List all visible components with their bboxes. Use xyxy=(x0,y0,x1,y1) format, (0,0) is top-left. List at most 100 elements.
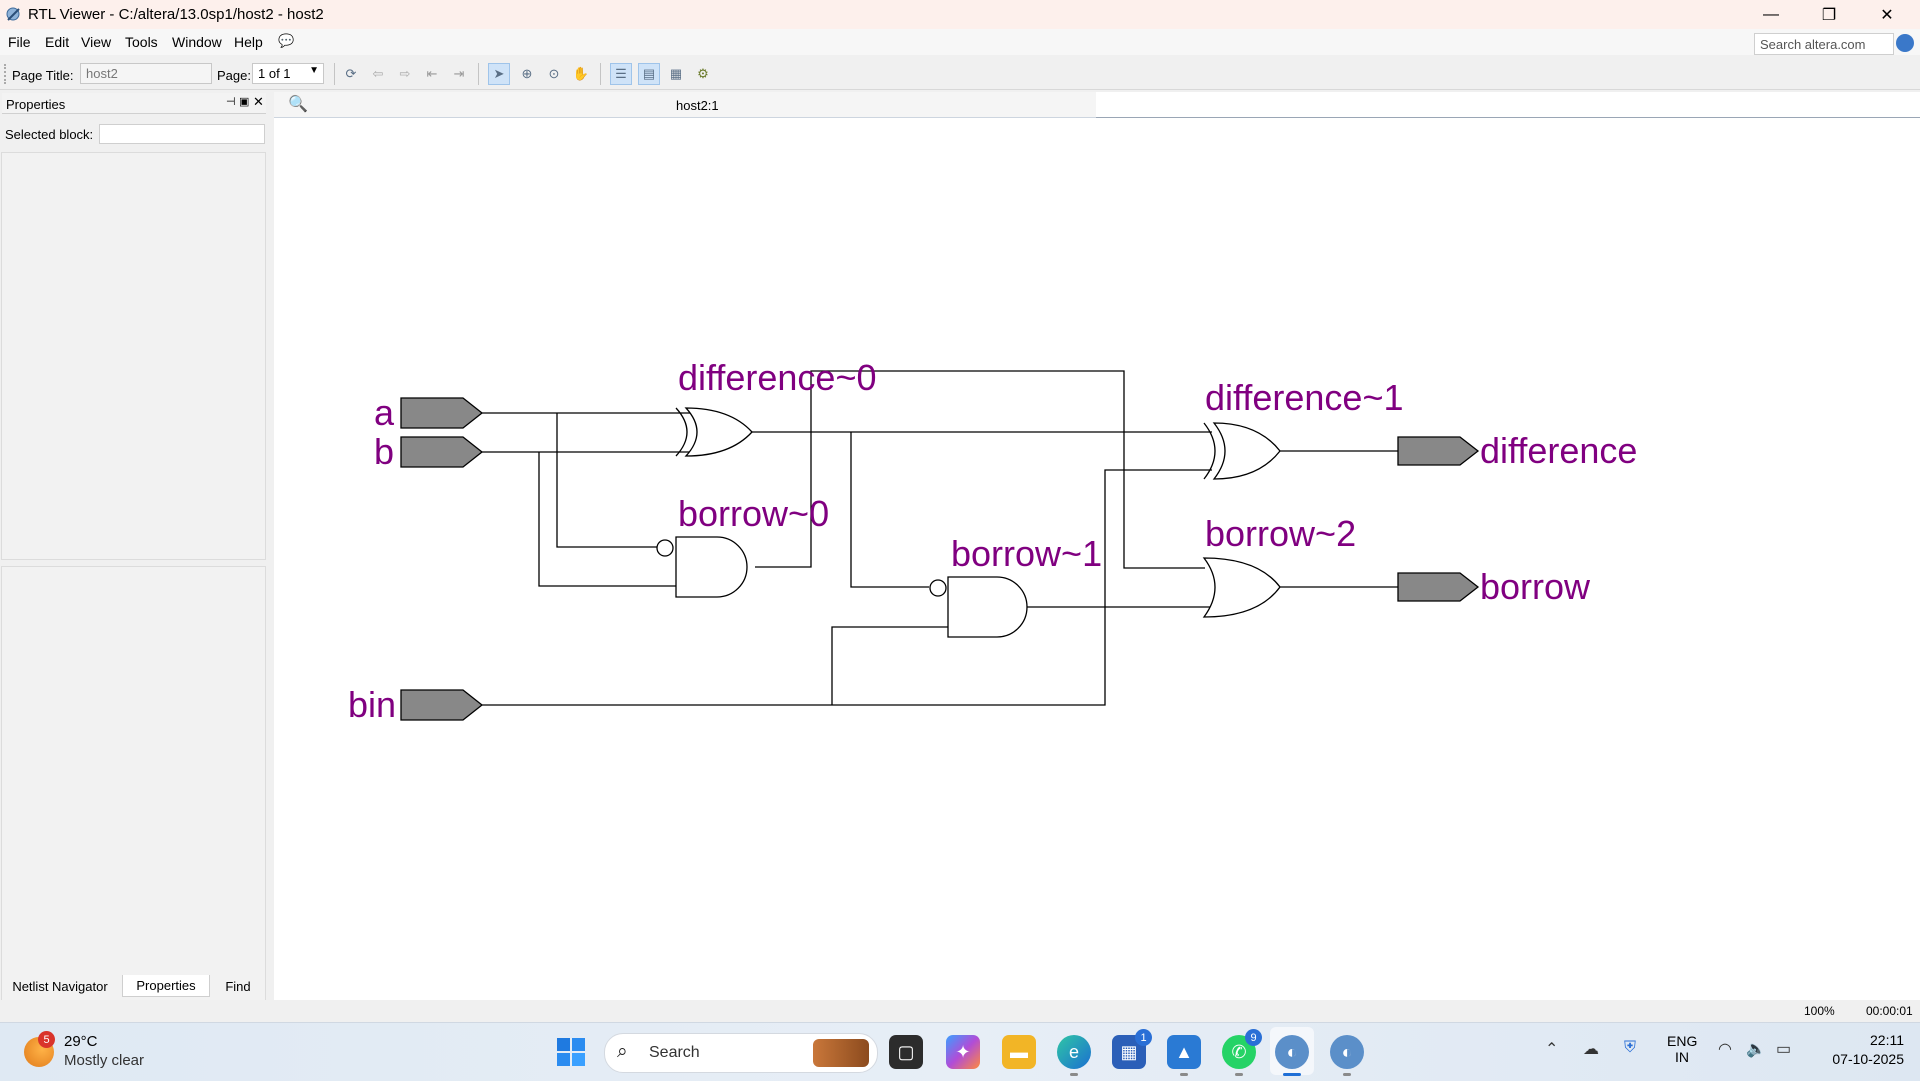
start-windows-icon[interactable] xyxy=(556,1037,586,1067)
wifi-icon[interactable]: ◠ xyxy=(1718,1041,1732,1058)
menu-file[interactable]: File xyxy=(8,34,31,50)
hand-pan-icon[interactable]: ✋ xyxy=(572,66,590,81)
input-port-b xyxy=(400,436,484,468)
select-pointer-icon[interactable]: ➤ xyxy=(488,63,510,85)
properties-panel-icon[interactable]: ▤ xyxy=(638,63,660,85)
tab-netlist-navigator[interactable]: Netlist Navigator xyxy=(12,978,108,994)
menu-bar: File Edit View Tools Window Help 💬 xyxy=(0,29,1920,55)
schematic-diagram: a b bin difference~0 borrow~0 borrow~1 d… xyxy=(348,357,1637,725)
netlist-hierarchy-icon[interactable]: ☰ xyxy=(610,63,632,85)
output-label-difference: difference xyxy=(1480,430,1637,471)
document-tab[interactable]: 🔍 host2:1 xyxy=(274,92,1096,118)
photos-icon[interactable]: ▲ xyxy=(1167,1035,1201,1069)
feedback-icon[interactable]: 💬 xyxy=(278,33,295,48)
xor-gate-difference-1-arc xyxy=(1203,422,1216,480)
page-next-icon[interactable]: ⇥ xyxy=(453,66,465,81)
gate-label-borrow-2: borrow~2 xyxy=(1205,513,1356,554)
battery-icon[interactable]: ▭ xyxy=(1776,1041,1792,1058)
minimize-button[interactable]: — xyxy=(1763,5,1779,23)
inverter-bubble-borrow-1 xyxy=(929,579,947,597)
chevron-down-icon: ▼ xyxy=(309,65,319,76)
search-icon: ⌕ xyxy=(617,1041,628,1062)
quartus-rtl-viewer-icon[interactable]: ◐ xyxy=(1275,1035,1309,1069)
cloud-offline-icon[interactable]: ☁ xyxy=(1583,1041,1599,1058)
zoom-fit-icon[interactable]: ⊙ xyxy=(548,66,560,81)
gate-label-borrow-0: borrow~0 xyxy=(678,493,829,534)
weather-desc[interactable]: Mostly clear xyxy=(64,1052,145,1069)
pin-icon[interactable]: ⊣ xyxy=(226,96,236,108)
search-input[interactable]: Search altera.com xyxy=(1754,33,1894,55)
xor-gate-difference-1 xyxy=(1212,422,1281,480)
clock[interactable]: 22:11 07-10-2025 xyxy=(1812,1032,1904,1067)
input-label-a: a xyxy=(374,392,395,433)
page-title-field[interactable]: host2 xyxy=(80,63,212,84)
filter-icon[interactable]: ⚙ xyxy=(697,66,709,81)
schematic-canvas[interactable] xyxy=(274,92,1920,1000)
close-icon[interactable]: ✕ xyxy=(253,94,264,109)
taskbar: 5 29°C Mostly clear ⌕ Search ▢ ✦ ▬ e ▦1 … xyxy=(0,1022,1920,1081)
properties-title: Properties xyxy=(6,97,66,112)
chevron-up-icon[interactable]: ⌃ xyxy=(1545,1041,1559,1058)
file-explorer-icon[interactable]: ▬ xyxy=(1002,1035,1036,1069)
and-gate-borrow-1 xyxy=(947,576,1028,638)
toolbar-separator xyxy=(600,63,601,85)
find-panel-icon[interactable]: ▦ xyxy=(669,66,683,81)
weather-temp[interactable]: 29°C xyxy=(64,1033,98,1050)
whatsapp-icon[interactable]: ✆9 xyxy=(1222,1029,1262,1069)
back-icon[interactable]: ⇦ xyxy=(372,66,384,81)
forward-icon[interactable]: ⇨ xyxy=(399,66,411,81)
restore-button[interactable]: ❐ xyxy=(1821,6,1837,24)
edge-browser-icon[interactable]: e xyxy=(1057,1035,1091,1069)
output-port-borrow xyxy=(1397,572,1480,602)
or-gate-borrow-2 xyxy=(1202,557,1281,618)
page-title-value: host2 xyxy=(86,66,118,81)
xor-gate-difference-0-arc xyxy=(675,407,688,457)
task-view-icon[interactable]: ▢ xyxy=(889,1035,923,1069)
menu-tools[interactable]: Tools xyxy=(125,34,158,50)
microsoft-store-icon[interactable]: ▦1 xyxy=(1112,1029,1152,1069)
toolbar-grip xyxy=(4,64,9,84)
running-indicator xyxy=(1070,1073,1078,1076)
tab-properties[interactable]: Properties xyxy=(122,975,210,997)
input-port-bin xyxy=(400,689,484,721)
language-indicator[interactable]: ENG IN xyxy=(1667,1033,1697,1065)
zoom-in-icon[interactable]: ⊕ xyxy=(521,66,533,81)
taskbar-search[interactable]: ⌕ Search xyxy=(604,1033,878,1073)
selected-block-field[interactable] xyxy=(99,124,265,144)
elapsed-time: 00:00:01 xyxy=(1866,1004,1913,1018)
running-indicator xyxy=(1235,1073,1243,1076)
page-select[interactable]: 1 of 1 ▼ xyxy=(252,63,324,84)
quartus-icon[interactable]: ◐ xyxy=(1330,1035,1364,1069)
globe-icon[interactable] xyxy=(1896,34,1914,52)
page-value: 1 of 1 xyxy=(258,66,291,81)
window-title: RTL Viewer - C:/altera/13.0sp1/host2 - h… xyxy=(28,6,324,23)
toolbar-separator xyxy=(478,63,479,85)
menu-window[interactable]: Window xyxy=(172,34,222,50)
close-button[interactable]: ✕ xyxy=(1880,6,1894,24)
output-label-borrow: borrow xyxy=(1480,566,1591,607)
menu-view[interactable]: View xyxy=(81,34,112,50)
whatsapp-badge: 9 xyxy=(1245,1029,1262,1046)
input-label-bin: bin xyxy=(348,684,396,725)
float-icon[interactable]: ▣ xyxy=(239,96,250,108)
clock-date: 07-10-2025 xyxy=(1832,1051,1904,1067)
search-placeholder: Search altera.com xyxy=(1760,37,1866,52)
toolbar-separator xyxy=(334,63,335,85)
page-prev-icon[interactable]: ⇤ xyxy=(426,66,438,81)
running-indicator xyxy=(1343,1073,1351,1076)
taskbar-search-placeholder: Search xyxy=(649,1044,700,1061)
status-bar: 100% 00:00:01 xyxy=(0,1000,1920,1022)
volume-icon[interactable]: 🔈 xyxy=(1746,1041,1766,1058)
clock-time: 22:11 xyxy=(1870,1032,1904,1048)
and-gate-borrow-0 xyxy=(675,536,748,598)
security-shield-icon[interactable]: ⛨ xyxy=(1624,1039,1637,1056)
tab-find[interactable]: Find xyxy=(225,978,251,994)
copilot-icon[interactable]: ✦ xyxy=(946,1035,980,1069)
menu-edit[interactable]: Edit xyxy=(45,34,70,50)
title-bar: RTL Viewer - C:/altera/13.0sp1/host2 - h… xyxy=(0,0,1920,29)
menu-help[interactable]: Help xyxy=(234,34,263,50)
xor-gate-difference-0 xyxy=(684,407,753,457)
weather-icon[interactable]: 5 xyxy=(24,1031,55,1067)
inverter-bubble-borrow-0 xyxy=(656,539,674,557)
refresh-icon[interactable]: ⟳ xyxy=(345,66,357,81)
